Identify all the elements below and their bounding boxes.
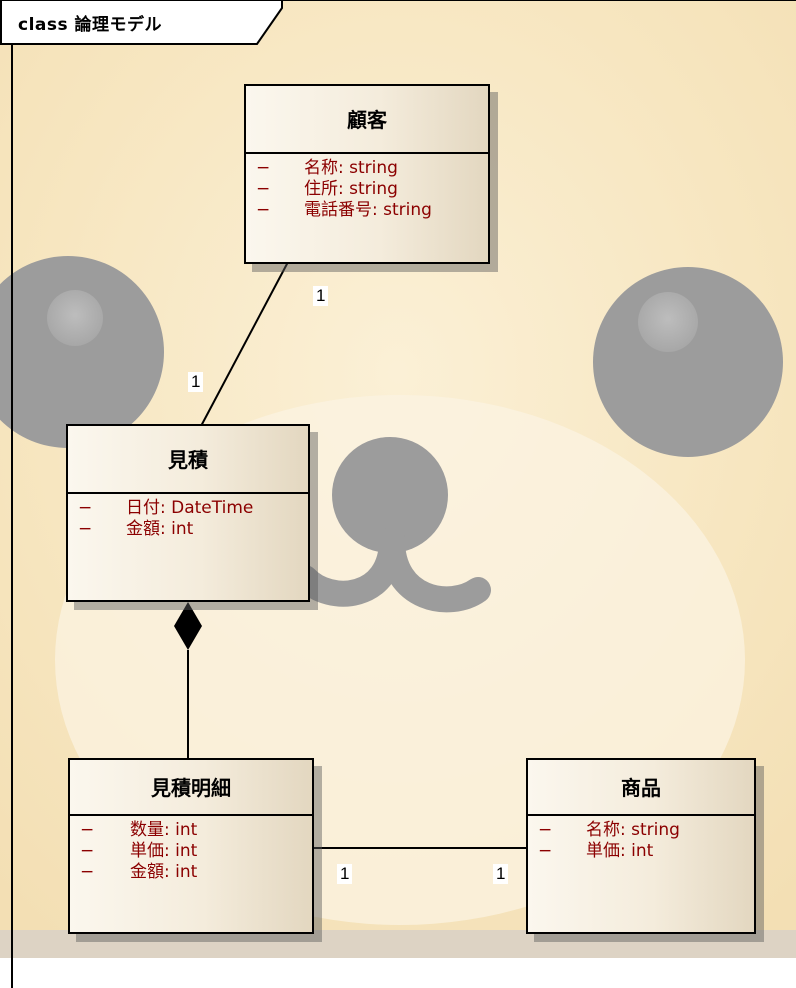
attribute-text: 金額: int: [130, 862, 198, 882]
bear-mouth-right: [379, 527, 491, 613]
attribute-text: 金額: int: [126, 519, 194, 539]
attribute: − 日付: DateTime: [68, 498, 308, 519]
attribute-text: 単価: int: [130, 841, 198, 861]
multiplicity-estimate-end: 1: [188, 372, 204, 392]
visibility-marker: −: [256, 200, 271, 220]
class-name: 見積: [68, 426, 308, 494]
attribute: − 名称: string: [528, 820, 754, 841]
attribute: − 単価: int: [528, 841, 754, 862]
attribute-text: 電話番号: string: [304, 200, 432, 220]
class-customer[interactable]: 顧客 − 名称: string − 住所: string − 電話番号: string: [244, 84, 490, 264]
attribute-text: 名称: string: [586, 820, 680, 840]
class-product[interactable]: 商品 − 名称: string − 単価: int: [526, 758, 756, 934]
visibility-marker: −: [78, 519, 93, 539]
attribute-list: − 日付: DateTime − 金額: int: [68, 494, 308, 540]
attribute: − 電話番号: string: [246, 200, 488, 221]
association-customer-estimate: [199, 261, 289, 429]
bear-left-eye: [0, 256, 164, 448]
bear-right-eye: [593, 267, 783, 457]
attribute-text: 住所: string: [304, 179, 398, 199]
attribute-text: 単価: int: [586, 841, 654, 861]
bear-nose: [332, 437, 448, 553]
class-name: 見積明細: [70, 760, 312, 816]
visibility-marker: −: [80, 841, 95, 861]
attribute-list: − 名称: string − 住所: string − 電話番号: string: [246, 154, 488, 221]
frame-label: class 論理モデル: [18, 15, 163, 35]
visibility-marker: −: [80, 862, 95, 882]
visibility-marker: −: [78, 498, 93, 518]
visibility-marker: −: [538, 820, 553, 840]
attribute: − 名称: string: [246, 158, 488, 179]
class-name: 商品: [528, 760, 754, 816]
composition-diamond: [174, 602, 202, 650]
multiplicity-customer-end: 1: [313, 286, 329, 306]
class-name: 顧客: [246, 86, 488, 154]
visibility-marker: −: [538, 841, 553, 861]
attribute-text: 名称: string: [304, 158, 398, 178]
attribute: − 単価: int: [70, 841, 312, 862]
multiplicity-product-end: 1: [493, 864, 509, 884]
visibility-marker: −: [256, 158, 271, 178]
attribute: − 住所: string: [246, 179, 488, 200]
class-estimate-detail[interactable]: 見積明細 − 数量: int − 単価: int − 金額: int: [68, 758, 314, 934]
attribute: − 金額: int: [70, 862, 312, 883]
attribute-text: 日付: DateTime: [126, 498, 254, 518]
visibility-marker: −: [256, 179, 271, 199]
class-estimate[interactable]: 見積 − 日付: DateTime − 金額: int: [66, 424, 310, 602]
attribute: − 数量: int: [70, 820, 312, 841]
frame-tab: [0, 0, 283, 45]
multiplicity-detail-end: 1: [337, 864, 353, 884]
attribute: − 金額: int: [68, 519, 308, 540]
attribute-text: 数量: int: [130, 820, 198, 840]
attribute-list: − 名称: string − 単価: int: [528, 816, 754, 862]
attribute-list: − 数量: int − 単価: int − 金額: int: [70, 816, 312, 883]
visibility-marker: −: [80, 820, 95, 840]
